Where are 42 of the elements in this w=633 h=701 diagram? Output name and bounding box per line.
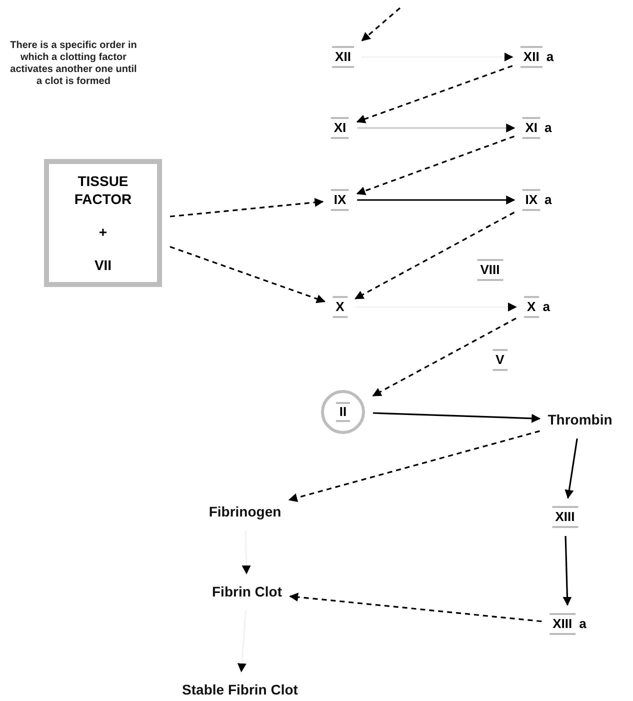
substance-label: Stable Fibrin Clot xyxy=(182,680,298,700)
factor-numeral: XII xyxy=(332,46,354,68)
substance-label: Fibrinogen xyxy=(208,502,282,522)
note-text: There is a specific order in which a clotting factor activates another one until a clot is formed xyxy=(9,40,138,88)
circled-factor: II xyxy=(321,390,365,434)
arrow xyxy=(357,124,516,132)
dashed-arrow xyxy=(170,198,324,218)
substance-label: Fibrin Clot xyxy=(212,582,282,602)
dashed-arrow xyxy=(361,7,401,42)
substance-label: Thrombin xyxy=(548,410,612,430)
activated-suffix: a xyxy=(544,191,552,210)
activated-suffix: a xyxy=(544,119,552,138)
arrow xyxy=(242,530,251,574)
arrow xyxy=(372,412,541,423)
factor-numeral: X xyxy=(332,296,348,318)
factor-numeral: IX xyxy=(330,189,350,211)
factor-numeral: IX xyxy=(522,189,541,211)
arrow xyxy=(355,302,517,312)
dashed-arrow xyxy=(354,212,515,300)
factor-numeral: XIII xyxy=(550,613,576,635)
factor-numeral: XII xyxy=(520,46,542,68)
dashed-arrow xyxy=(372,318,516,396)
arrow xyxy=(362,52,514,62)
dashed-arrow xyxy=(289,592,542,622)
tissue-factor-box: TISSUE FACTOR + VII xyxy=(44,159,162,287)
dashed-arrow xyxy=(288,430,540,502)
activated-suffix: a xyxy=(546,48,554,66)
factor-numeral: V xyxy=(492,349,508,371)
factor-numeral: XI xyxy=(522,117,541,139)
factor-numeral: X xyxy=(524,296,539,318)
arrow xyxy=(357,196,516,204)
activated-suffix: a xyxy=(579,615,586,634)
activated-suffix: a xyxy=(542,298,550,316)
dashed-arrow xyxy=(356,65,513,124)
factor-numeral: XI xyxy=(330,117,350,139)
dashed-arrow xyxy=(170,246,326,304)
dashed-arrow xyxy=(356,136,514,196)
arrow xyxy=(562,536,572,606)
factor-numeral: VIII xyxy=(477,259,503,281)
arrow xyxy=(237,610,246,672)
factor-numeral: XIII xyxy=(552,506,578,528)
arrow xyxy=(564,438,578,499)
